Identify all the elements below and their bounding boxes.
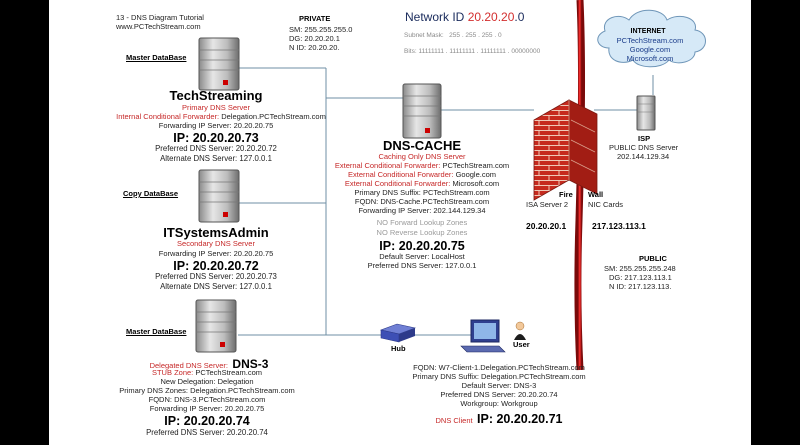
network-graphics	[195, 0, 706, 371]
dns3-ip: IP: 20.20.20.74	[164, 414, 250, 428]
techstreaming-ip: IP: 20.20.20.73	[173, 131, 259, 145]
subnet-mask-value: 255 . 255 . 255 . 0	[449, 32, 502, 39]
dns3-stub: STUB Zone: PCTechStream.com	[151, 368, 263, 377]
server-icon-isp	[636, 95, 656, 131]
client-suffix: Primary DNS Suffix: Delegation.PCTechStr…	[412, 372, 586, 381]
isp-line-2: 202.144.129.34	[617, 152, 670, 161]
dnscache-ecf-3: External Conditional Forwarder: Microsof…	[344, 179, 500, 188]
dnscache-no-reverse: NO Reverse Lookup Zones	[376, 228, 468, 237]
firewall-isa: ISA Server 2	[526, 200, 569, 209]
firewall-ip-outside: 217.123.113.1	[592, 221, 646, 231]
dns3-pref: Preferred DNS Server: 20.20.20.74	[146, 428, 268, 437]
internet-line-1: PCTechStream.com	[616, 36, 684, 45]
techstreaming-role: Primary DNS Server	[182, 103, 250, 112]
network-id-suffix: .0	[514, 10, 525, 24]
dnscache-default: Default Server: LocalHost	[379, 252, 465, 261]
server-icon-techstreaming	[198, 37, 240, 91]
dns3-fqdn: FQDN: DNS-3.PCTechStream.com	[148, 395, 266, 404]
client-pref: Preferred DNS Server: 20.20.20.74	[440, 390, 558, 399]
techstreaming-name: TechStreaming	[169, 88, 263, 103]
user-icon	[514, 321, 526, 340]
network-lines	[238, 67, 654, 336]
dns3-fwd: Forwarding IP Server: 20.20.20.75	[149, 404, 265, 413]
client-workgroup: Workgroup: Workgroup	[460, 399, 538, 408]
itsystemsadmin-name: ITSystemsAdmin	[163, 225, 269, 240]
subnet-mask-label: Subnet Mask:	[404, 32, 444, 39]
client-fqdn: FQDN: W7-Client-1.Delegation.PCTechStrea…	[413, 363, 585, 372]
dnscache-ecf-2: External Conditional Forwarder: Google.c…	[348, 170, 496, 179]
internet-cloud	[597, 9, 706, 68]
network-id: Network ID 20.20.20.0	[405, 10, 525, 25]
firewall-nic: NIC Cards	[588, 200, 624, 209]
techstreaming-badge: Master DataBase	[126, 53, 187, 62]
dns3-name: DNS-3	[232, 357, 269, 371]
client-default: Default Server: DNS-3	[461, 381, 537, 390]
internet-line-2: Google.com	[629, 45, 671, 54]
dnscache-suffix: Primary DNS Suffix: PCTechStream.com	[354, 188, 490, 197]
hub-icon	[379, 323, 417, 343]
client-role: DNS Client	[435, 416, 473, 425]
dns3-badge: Master DataBase	[126, 327, 187, 336]
server-icon-dnscache	[402, 83, 442, 139]
tutorial-title: 13 - DNS Diagram Tutorial	[116, 13, 204, 22]
itsystemsadmin-pref: Preferred DNS Server: 20.20.20.73	[155, 272, 277, 281]
techstreaming-pref: Preferred DNS Server: 20.20.20.72	[155, 144, 277, 153]
dnscache-no-forward: NO Forward Lookup Zones	[376, 218, 468, 227]
server-icon-itsystemsadmin	[198, 169, 240, 223]
tutorial-site: www.PCTechStream.com	[116, 22, 201, 31]
public-dg: DG: 217.123.113.1	[609, 273, 672, 282]
isp-line-1: PUBLIC DNS Server	[609, 143, 679, 152]
client-ip: IP: 20.20.20.71	[477, 412, 563, 426]
dns3-role: Delegated DNS Server:	[149, 361, 228, 370]
dnscache-fqdn: FQDN: DNS-Cache.PCTechStream.com	[354, 197, 490, 206]
firewall-wall-label: Wall	[588, 190, 604, 199]
itsystemsadmin-alt: Alternate DNS Server: 127.0.0.1	[160, 282, 272, 291]
isp-title: ISP	[638, 134, 651, 143]
itsystemsadmin-role: Secondary DNS Server	[177, 239, 255, 248]
dnscache-ecf-1: External Conditional Forwarder: PCTechSt…	[334, 161, 510, 170]
firewall-ip-inside: 20.20.20.1	[526, 221, 567, 231]
techstreaming-fwd: Forwarding IP Server: 20.20.20.75	[158, 121, 274, 130]
subnet-mask: Subnet Mask: 255 . 255 . 255 . 0	[404, 32, 502, 39]
user-label: User	[513, 340, 530, 349]
techstreaming-icf: Internal Conditional Forwarder: Delegati…	[116, 112, 326, 121]
dns3-delegation: New Delegation: Delegation	[160, 377, 254, 386]
dnscache-fwd: Forwarding IP Server: 202.144.129.34	[358, 206, 486, 215]
client-heading: DNS Client IP: 20.20.20.71	[435, 410, 562, 428]
dns3-primary-zones: Primary DNS Zones: Delegation.PCTechStre…	[119, 386, 295, 395]
subnet-bits: Bits: 11111111 . 11111111 . 11111111 . 0…	[404, 48, 541, 55]
private-title: PRIVATE	[299, 14, 331, 23]
dnscache-pref: Preferred DNS Server: 127.0.0.1	[367, 261, 477, 270]
firewall-fire-label: Fire	[559, 190, 573, 199]
private-nid: N ID: 20.20.20.	[289, 43, 340, 52]
computer-icon	[460, 319, 506, 353]
internet-title: INTERNET	[630, 28, 666, 35]
firewall-icon	[533, 99, 598, 201]
network-id-value: 20.20.20	[467, 10, 515, 24]
hub-label: Hub	[391, 344, 406, 353]
public-title: PUBLIC	[639, 254, 667, 263]
public-nid: N ID: 217.123.113.	[609, 282, 672, 291]
dns-diagram: 13 - DNS Diagram Tutorial www.PCTechStre…	[49, 0, 751, 445]
dns3-heading: Delegated DNS Server: DNS-3	[150, 355, 269, 373]
dnscache-ip: IP: 20.20.20.75	[379, 239, 465, 253]
private-dg: DG: 20.20.20.1	[289, 34, 340, 43]
dnscache-name: DNS-CACHE	[383, 138, 461, 153]
itsystemsadmin-fwd: Forwarding IP Server: 20.20.20.75	[158, 249, 274, 258]
red-pipe	[574, 0, 586, 371]
internet-line-3: Microsoft.com	[626, 54, 674, 63]
itsystemsadmin-badge: Copy DataBase	[123, 189, 179, 198]
server-icon-dns3	[195, 299, 237, 353]
public-sm: SM: 255.255.255.248	[604, 264, 676, 273]
private-sm: SM: 255.255.255.0	[289, 25, 353, 34]
itsystemsadmin-ip: IP: 20.20.20.72	[173, 259, 259, 273]
network-id-label: Network ID	[405, 10, 468, 24]
techstreaming-alt: Alternate DNS Server: 127.0.0.1	[160, 154, 272, 163]
dnscache-role: Caching Only DNS Server	[378, 152, 466, 161]
